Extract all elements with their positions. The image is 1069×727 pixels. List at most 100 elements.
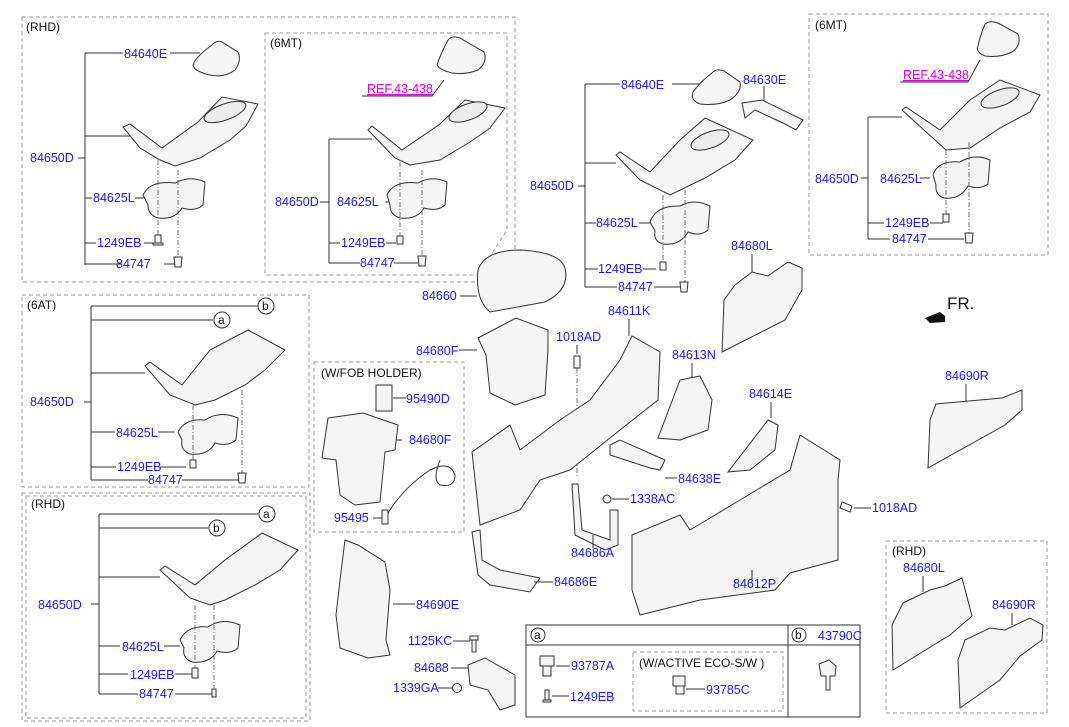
front-label: FR. xyxy=(947,294,974,313)
part-label-84613N[interactable]: 84613N xyxy=(672,348,716,362)
part-label-84660[interactable]: 84660 xyxy=(422,289,457,303)
part-label-84680F[interactable]: 84680F xyxy=(409,433,452,447)
group-box xyxy=(21,294,310,488)
part-label-84630E[interactable]: 84630E xyxy=(743,73,786,87)
bracket-84688-part xyxy=(467,657,516,711)
part-label-1249EB[interactable]: 1249EB xyxy=(341,236,385,250)
part-label-84747[interactable]: 84747 xyxy=(116,257,151,271)
part-label-84680L[interactable]: 84680L xyxy=(903,561,945,575)
part-label-1125KC[interactable]: 1125KC xyxy=(408,634,452,648)
part-label-84640E[interactable]: 84640E xyxy=(621,78,664,92)
part-label-84747[interactable]: 84747 xyxy=(139,687,174,701)
shift-boot-part xyxy=(976,21,1020,57)
cup-holder-part xyxy=(386,178,448,219)
leader-lines xyxy=(861,116,964,240)
part-label-84688[interactable]: 84688 xyxy=(414,661,449,675)
screw-icon xyxy=(152,234,164,246)
callout-a xyxy=(213,311,231,329)
cup-holder-part xyxy=(177,414,239,455)
part-label-84625L[interactable]: 84625L xyxy=(122,640,164,654)
part-label-84690R[interactable]: 84690R xyxy=(992,598,1036,612)
part-label-84747[interactable]: 84747 xyxy=(618,280,653,294)
part-label-84650D[interactable]: 84650D xyxy=(815,172,859,186)
part-label-1249EB[interactable]: 1249EB xyxy=(130,668,174,682)
part-label-84650D[interactable]: 84650D xyxy=(30,395,74,409)
part-label-84625L[interactable]: 84625L xyxy=(337,195,379,209)
part-label-1018AD-top[interactable]: 1018AD xyxy=(556,330,601,344)
tray-opening xyxy=(980,87,1020,109)
group-header: (RHD) xyxy=(31,497,65,511)
reference-leader xyxy=(900,59,981,83)
part-label-84625L[interactable]: 84625L xyxy=(116,426,158,440)
legend-table: a b 43790C 93787A 1249EB (W/ACTIVE ECO-S… xyxy=(525,624,862,718)
part-label-84614E[interactable]: 84614E xyxy=(749,387,792,401)
reference-link[interactable]: REF.43-438 xyxy=(903,68,969,82)
group-header: (6MT) xyxy=(270,36,302,50)
screw-icon xyxy=(191,667,199,679)
tray-opening xyxy=(448,101,488,123)
group-main-top: 84640E 84630E 84650D 84625L 1249EB 84747 xyxy=(530,69,804,294)
screw-icon xyxy=(542,689,552,703)
group-6mt-right: (6MT) REF.43-438 84650D 84625L 1249EB 84… xyxy=(808,13,1049,256)
part-label-84747[interactable]: 84747 xyxy=(360,256,395,270)
part-label-1018AD-side[interactable]: 1018AD xyxy=(872,501,917,515)
clip-icon xyxy=(211,688,217,698)
part-label-84747[interactable]: 84747 xyxy=(148,473,183,487)
part-label-1338AC[interactable]: 1338AC xyxy=(630,492,675,506)
legend-table-frame xyxy=(525,624,861,718)
group-header: (RHD) xyxy=(26,20,60,34)
leader-lines xyxy=(78,52,200,265)
callout-label: a xyxy=(218,313,225,327)
group-box xyxy=(313,361,465,533)
console-tray-part xyxy=(159,532,299,606)
screw-icon xyxy=(396,235,404,245)
clip-icon xyxy=(964,232,974,244)
part-label-1249EB[interactable]: 1249EB xyxy=(570,690,614,704)
part-label-84690E[interactable]: 84690E xyxy=(416,598,459,612)
part-label-84747[interactable]: 84747 xyxy=(892,232,927,246)
part-label-84650D[interactable]: 84650D xyxy=(530,179,574,193)
part-label-84625L[interactable]: 84625L xyxy=(880,172,922,186)
part-label-84686E[interactable]: 84686E xyxy=(554,575,597,589)
leader-lines xyxy=(91,513,258,695)
part-label-84625L[interactable]: 84625L xyxy=(596,216,638,230)
group-rhd-bottom: (RHD) a b 84650D 84625L 1249EB 84747 xyxy=(21,492,311,722)
cup-holder-part xyxy=(142,178,206,219)
part-label-93785C[interactable]: 93785C xyxy=(706,683,750,697)
callout-label: b xyxy=(213,521,220,535)
cup-holder-part xyxy=(649,201,711,245)
reference-link[interactable]: REF.43-438 xyxy=(367,82,433,96)
part-label-84650D[interactable]: 84650D xyxy=(275,195,319,209)
part-label-1339GA[interactable]: 1339GA xyxy=(393,681,440,695)
part-label-84686A[interactable]: 84686A xyxy=(571,546,615,560)
part-label-84650D[interactable]: 84650D xyxy=(30,151,74,165)
part-label-1249EB[interactable]: 1249EB xyxy=(598,262,642,276)
part-label-1249EB[interactable]: 1249EB xyxy=(117,460,161,474)
part-label-84650D[interactable]: 84650D xyxy=(38,598,82,612)
part-label-1249EB[interactable]: 1249EB xyxy=(885,216,929,230)
part-label-84680L[interactable]: 84680L xyxy=(731,239,773,253)
callout-label: b xyxy=(262,299,269,313)
part-label-84612P[interactable]: 84612P xyxy=(733,577,776,591)
group-header: (W/FOB HOLDER) xyxy=(321,366,422,380)
part-label-93787A[interactable]: 93787A xyxy=(571,659,615,673)
side-panel-84690R-part xyxy=(957,617,1044,709)
clip-icon xyxy=(237,472,247,484)
part-label-43790C[interactable]: 43790C xyxy=(818,629,862,643)
part-label-1249EB[interactable]: 1249EB xyxy=(97,236,141,250)
part-label-95495[interactable]: 95495 xyxy=(334,511,369,525)
part-label-84680F[interactable]: 84680F xyxy=(416,344,459,358)
part-label-84611K[interactable]: 84611K xyxy=(608,304,651,318)
part-label-95490D[interactable]: 95490D xyxy=(406,392,450,406)
tray-opening xyxy=(203,100,247,124)
rear-cover-84690E-part xyxy=(335,539,391,659)
part-label-84638E[interactable]: 84638E xyxy=(678,472,721,486)
leader-lines xyxy=(320,138,418,264)
part-label-84625L[interactable]: 84625L xyxy=(93,191,135,205)
part-label-84640E[interactable]: 84640E xyxy=(124,47,167,61)
part-label-84690R[interactable]: 84690R xyxy=(945,369,989,383)
switch-93785C-part xyxy=(672,675,686,695)
console-main-part xyxy=(471,335,661,526)
plate-84638E-part xyxy=(609,439,666,471)
group-center: 84660 84680F 1018AD 84611K 84613N 84614E… xyxy=(335,239,1023,711)
